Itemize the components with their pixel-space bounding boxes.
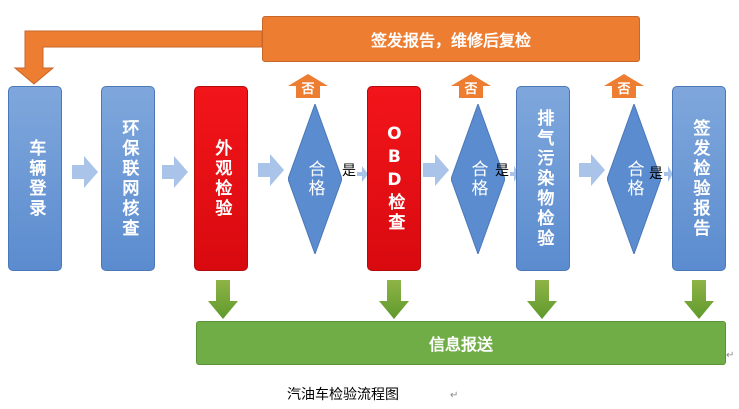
info-report-bar: 信息报送 xyxy=(196,321,726,365)
flow-arrow xyxy=(162,156,188,188)
no-arrow: 否 xyxy=(451,74,491,98)
flow-arrow xyxy=(72,156,98,188)
paragraph-mark-icon: ↵ xyxy=(450,390,459,401)
report-arrow xyxy=(379,280,409,319)
flow-arrow xyxy=(510,166,519,182)
step-exhaust-test: 排气污染物检验 xyxy=(516,86,570,271)
decision-label: 合格 xyxy=(304,160,325,198)
flow-arrow xyxy=(664,166,673,182)
no-label: 否 xyxy=(464,82,478,97)
flow-arrow xyxy=(258,154,284,186)
yes-label: 是 xyxy=(649,166,663,182)
no-arrow: 否 xyxy=(604,74,644,98)
step-appearance-check: 外观检验 xyxy=(194,86,248,271)
no-arrow: 否 xyxy=(288,74,328,98)
yes-label: 是 xyxy=(495,163,509,179)
step-obd-check: OBD检查 xyxy=(367,86,421,271)
figure-caption: 汽油车检验流程图 xyxy=(287,387,399,403)
yes-label: 是 xyxy=(342,163,356,179)
flow-arrow xyxy=(357,166,368,182)
decision-label: 合格 xyxy=(623,160,644,198)
decision-pass-2: 合格 xyxy=(451,104,505,254)
return-arrow xyxy=(13,30,263,85)
step-network-check: 环保联网核查 xyxy=(101,86,155,271)
flow-arrow xyxy=(579,154,605,186)
decision-pass-3: 合格 xyxy=(607,104,661,254)
report-arrow xyxy=(208,280,238,319)
no-label: 否 xyxy=(617,82,631,97)
paragraph-mark-icon: ↵ xyxy=(726,350,735,361)
report-arrow xyxy=(527,280,557,319)
step-vehicle-login: 车辆登录 xyxy=(8,86,62,271)
flow-arrow xyxy=(423,154,449,186)
step-issue-report: 签发检验报告 xyxy=(672,86,726,271)
decision-label: 合格 xyxy=(467,160,488,198)
reinspection-bar: 签发报告，维修后复检 xyxy=(262,16,640,62)
report-arrow xyxy=(684,280,714,319)
decision-pass-1: 合格 xyxy=(288,104,342,254)
no-label: 否 xyxy=(301,82,315,97)
